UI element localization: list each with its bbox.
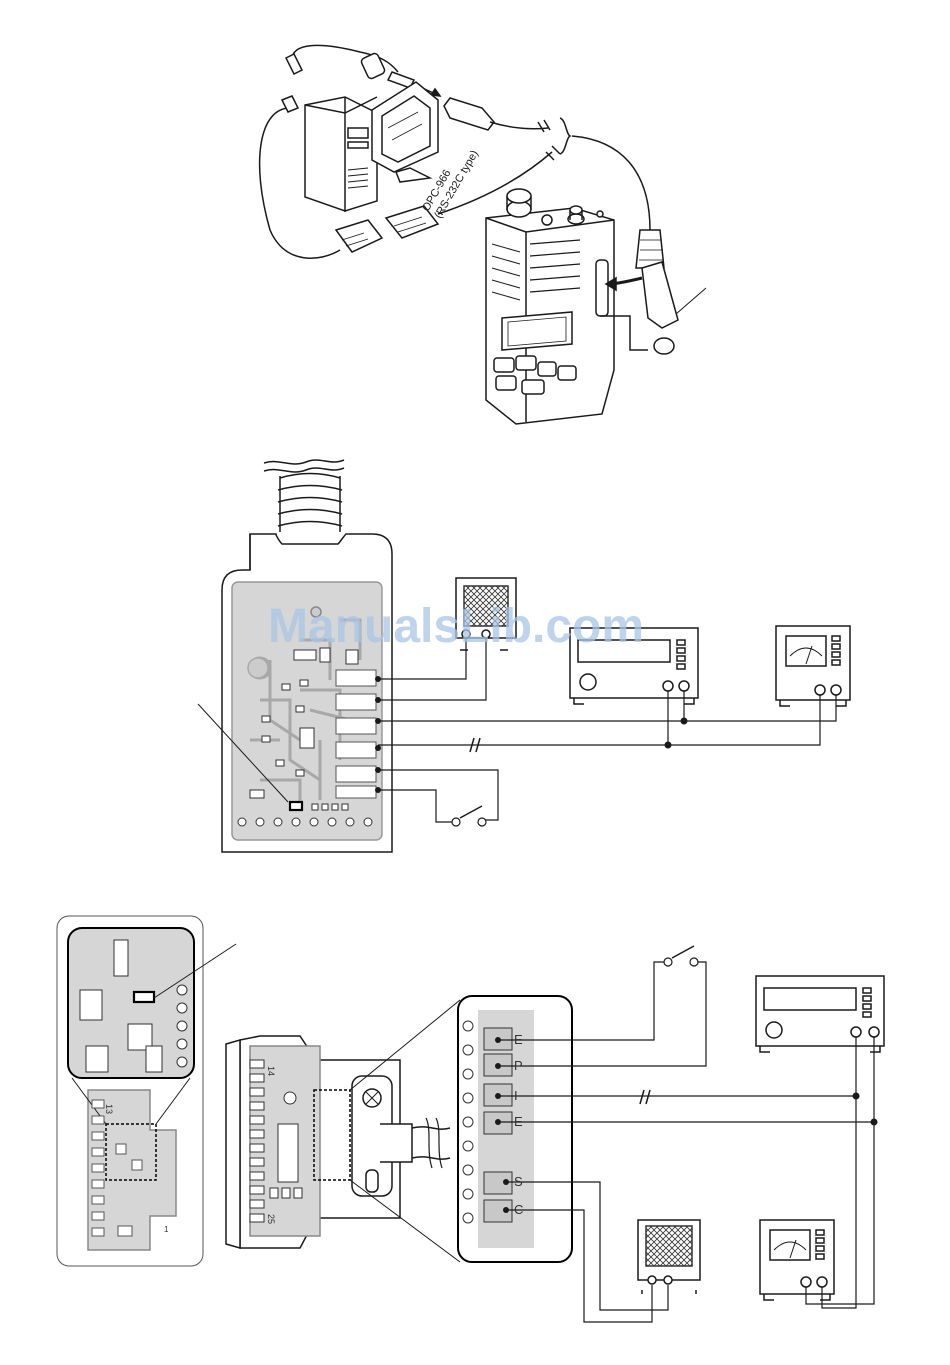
bottom-switch-contact (690, 958, 698, 966)
junction-dot (665, 742, 672, 749)
pad-letter: I (514, 1088, 518, 1103)
serial-adapter (444, 98, 494, 130)
ferrite-core (360, 52, 386, 80)
switch-contact (478, 818, 486, 826)
pad-letter: S (514, 1174, 523, 1189)
cable-brace (560, 118, 570, 154)
monitor-stand (396, 168, 430, 182)
connector-mark-25: 25 (266, 1214, 276, 1224)
inset-mark-13: 13 (104, 1104, 114, 1114)
target-component (290, 802, 302, 810)
side-jack (596, 260, 608, 316)
junction-dot (871, 1119, 878, 1126)
pad-letter: C (514, 1202, 523, 1217)
radio-key (516, 356, 536, 370)
break-marks (538, 120, 550, 132)
pad-letter: E (514, 1032, 523, 1047)
zoom-target-component (134, 992, 154, 1002)
zoom-part (146, 1046, 162, 1072)
connector-mark-14: 14 (266, 1066, 276, 1076)
pad-letter: P (514, 1058, 523, 1073)
radio-key (522, 380, 544, 394)
radio-key (558, 366, 576, 380)
radio-key (494, 358, 514, 372)
computer-tower (305, 97, 377, 211)
radio-key (538, 362, 556, 376)
pad-letter: E (514, 1114, 523, 1129)
inset-mark-1: 1 (164, 1225, 169, 1234)
break-marks-2 (546, 146, 560, 160)
cable-break-bottom (412, 1127, 450, 1159)
radio-key (496, 376, 516, 390)
capacitor-symbol-2 (640, 1090, 650, 1104)
radio-plug (642, 262, 678, 328)
zoom-part (80, 990, 102, 1020)
zoom-part (86, 1046, 108, 1072)
adapter-pcb-section (198, 460, 850, 852)
leader-line (676, 288, 706, 314)
junction-dot (853, 1093, 860, 1100)
pc-connection-illustration (260, 45, 706, 424)
db9-connector (336, 220, 382, 252)
switch-contact (452, 818, 460, 826)
junction-dot (681, 718, 688, 725)
watermark: ManualsLib.com (268, 600, 644, 653)
enlarged-pin-holes (463, 1021, 473, 1223)
bottom-section: 13 1 14 25 (57, 916, 884, 1322)
bottom-switch-contact (664, 958, 672, 966)
disk-drive (348, 128, 368, 138)
zoom-part (114, 940, 128, 976)
cable-break-top (264, 460, 344, 464)
usb-plug-left (286, 54, 302, 74)
